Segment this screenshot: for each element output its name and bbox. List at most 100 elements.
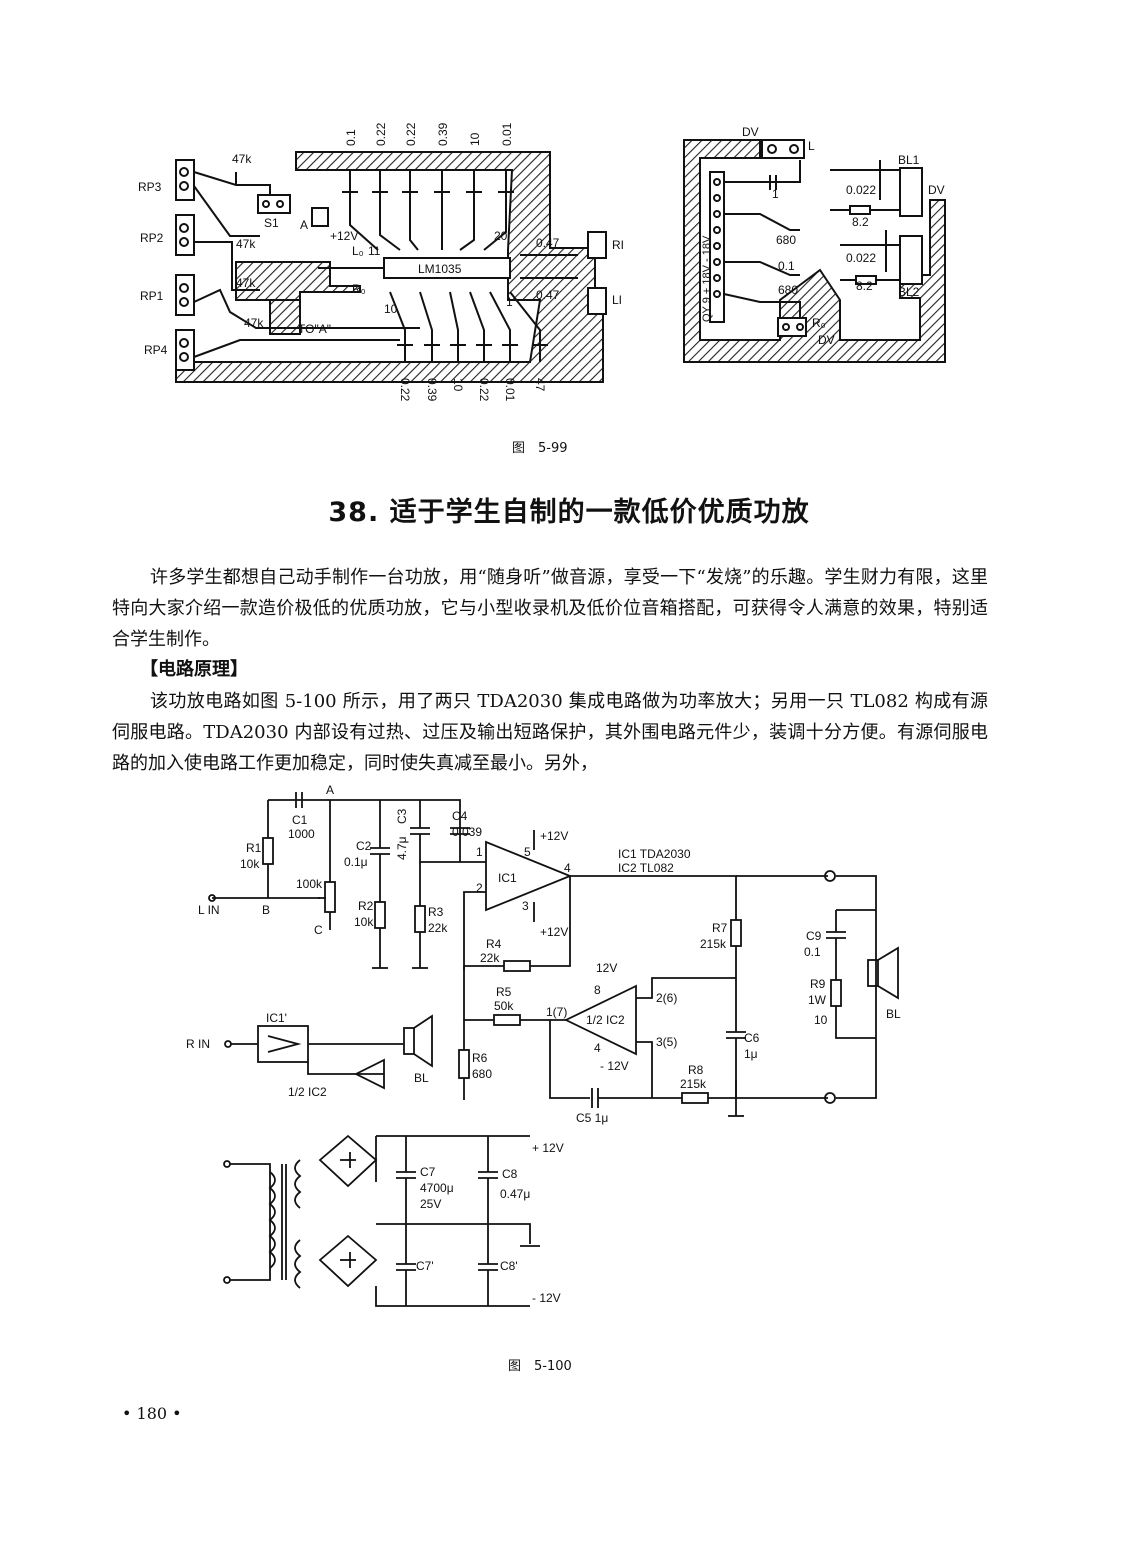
label-r7-value: 215k xyxy=(700,937,727,951)
label-ic2-pin8: 8 xyxy=(594,983,601,997)
label-plus12v-b: +12V xyxy=(540,925,568,939)
label-r6-value: 680 xyxy=(472,1067,492,1081)
label-minus12v: - 12V xyxy=(600,1059,629,1073)
label-r9: R9 xyxy=(810,977,826,991)
label-half-ic2-block: 1/2 IC2 xyxy=(288,1085,327,1099)
label-1: 1 xyxy=(772,187,779,201)
label-c6: C6 xyxy=(744,1031,760,1045)
section-heading: 【电路原理】 xyxy=(140,659,248,680)
label-s1: S1 xyxy=(264,216,279,230)
figure-5-99: RP3 RP2 RP1 RP4 47k 47k 47k 47k S1 A +12… xyxy=(138,122,946,456)
label-pin20: 20 xyxy=(494,229,508,243)
label-ic2-pin3-5: 3(5) xyxy=(656,1035,677,1049)
label-dv-top: DV xyxy=(742,125,759,139)
label-c5: C5 1μ xyxy=(576,1111,608,1125)
label-82b: 8.2 xyxy=(856,279,873,293)
label-ic2-pin4: 4 xyxy=(594,1041,601,1055)
label-r4: R4 xyxy=(486,937,502,951)
label-bl2: BL2 xyxy=(898,285,920,299)
label-47k-4: 47k xyxy=(244,316,264,330)
label-r8: R8 xyxy=(688,1063,704,1077)
label-bl1: BL1 xyxy=(898,153,920,167)
label-ic1-pin5: 5 xyxy=(524,845,531,859)
pcb-right xyxy=(683,139,946,363)
label-r2: R2 xyxy=(358,899,374,913)
label-dv-right: DV xyxy=(928,183,945,197)
schematic-labels: A C1 1000 R1 10k L IN B 100k C C2 0.1μ R… xyxy=(186,783,901,1305)
schematic-wires xyxy=(208,792,899,1307)
label-ro: R₀ xyxy=(352,282,366,296)
label-r-in: R IN xyxy=(186,1037,210,1051)
bottom-cap-value: 0.22 xyxy=(477,378,491,402)
bottom-cap-value: 0.01 xyxy=(503,378,517,402)
label-12v: 12V xyxy=(596,961,617,975)
label-r2-value: 10k xyxy=(354,915,374,929)
label-r4-value: 22k xyxy=(480,951,500,965)
label-bl-right-channel: BL xyxy=(414,1071,429,1085)
top-cap-value: 0.22 xyxy=(374,122,388,146)
label-c7-voltage: 25V xyxy=(420,1197,441,1211)
label-to-a: TO"A" xyxy=(298,322,331,336)
label-ic1-pin3: 3 xyxy=(522,899,529,913)
label-bl: BL xyxy=(886,1007,901,1021)
label-c7-value: 4700μ xyxy=(420,1181,454,1195)
label-ic1-pin2: 2 xyxy=(476,881,483,895)
label-01: 0.1 xyxy=(778,259,795,273)
label-ic1-pin1: 1 xyxy=(476,845,483,859)
label-r7: R7 xyxy=(712,921,728,935)
label-r1-value: 10k xyxy=(240,857,260,871)
label-rp3: RP3 xyxy=(138,180,162,194)
label-ri: RI xyxy=(612,238,624,252)
top-cap-value: 0.39 xyxy=(436,122,450,146)
label-47k-2: 47k xyxy=(236,237,256,251)
label-c2: C2 xyxy=(356,839,372,853)
figure-caption-5-99: 图 5-99 xyxy=(512,441,568,456)
label-cap-047-r: 0.47 xyxy=(536,236,560,250)
label-r1: R1 xyxy=(246,841,262,855)
label-r9-watt: 1W xyxy=(808,993,827,1007)
label-node-a: A xyxy=(326,783,334,797)
label-r6: R6 xyxy=(472,1051,488,1065)
pcb-left xyxy=(175,151,607,383)
label-0022b: 0.022 xyxy=(846,251,876,265)
label-node-b: B xyxy=(262,903,270,917)
label-ic2-note: IC2 TL082 xyxy=(618,861,674,875)
label-rp4: RP4 xyxy=(144,343,168,357)
label-c2-value: 0.1μ xyxy=(344,855,368,869)
label-minus12v-supply: - 12V xyxy=(532,1291,561,1305)
label-c8: C8 xyxy=(502,1167,518,1181)
label-plus12v-a: +12V xyxy=(540,829,568,843)
label-c4-value: 0.039 xyxy=(452,825,482,839)
section-title: 38. 适于学生自制的一款低价优质功放 xyxy=(328,497,810,528)
label-pin10: 10 xyxy=(384,302,398,316)
bottom-cap-value: 0.39 xyxy=(425,378,439,402)
label-r8-value: 215k xyxy=(680,1077,707,1091)
label-r9-value: 10 xyxy=(814,1013,828,1027)
body-paragraph: 该功放电路如图 5-100 所示，用了两只 TDA2030 集成电路做为功率放大… xyxy=(112,691,988,774)
label-lm1035: LM1035 xyxy=(418,262,462,276)
label-c8-prime: C8' xyxy=(500,1259,518,1273)
label-ic1-prime: IC1' xyxy=(266,1011,287,1025)
label-ic1: IC1 xyxy=(498,871,517,885)
label-ro-right: R₀ xyxy=(812,316,826,330)
label-r5: R5 xyxy=(496,985,512,999)
label-dv-bottom: DV xyxy=(818,333,835,347)
label-c9: C9 xyxy=(806,929,822,943)
label-680b: 680 xyxy=(778,283,798,297)
label-c3-value: 4.7μ xyxy=(395,836,409,860)
label-pot-100k: 100k xyxy=(296,877,323,891)
label-rp2: RP2 xyxy=(140,231,164,245)
label-ic1-note: IC1 TDA2030 xyxy=(618,847,691,861)
label-c1: C1 xyxy=(292,813,308,827)
label-r5-value: 50k xyxy=(494,999,514,1013)
label-47k-1: 47k xyxy=(232,152,252,166)
label-82a: 8.2 xyxy=(852,215,869,229)
intro-paragraph: 许多学生都想自己动手制作一台功放，用“随身听”做音源，享受一下“发烧”的乐趣。学… xyxy=(112,567,988,650)
label-cap-047-l: 0.47 xyxy=(536,288,560,302)
label-c3: C3 xyxy=(395,808,409,824)
top-cap-value: 0.1 xyxy=(344,129,358,146)
label-680a: 680 xyxy=(776,233,796,247)
label-47k-3: 47k xyxy=(236,276,256,290)
pcb-left-labels: RP3 RP2 RP1 RP4 47k 47k 47k 47k S1 A +12… xyxy=(138,122,624,401)
label-terminal-strip: QY 9 + 18V - 18V xyxy=(701,235,713,322)
